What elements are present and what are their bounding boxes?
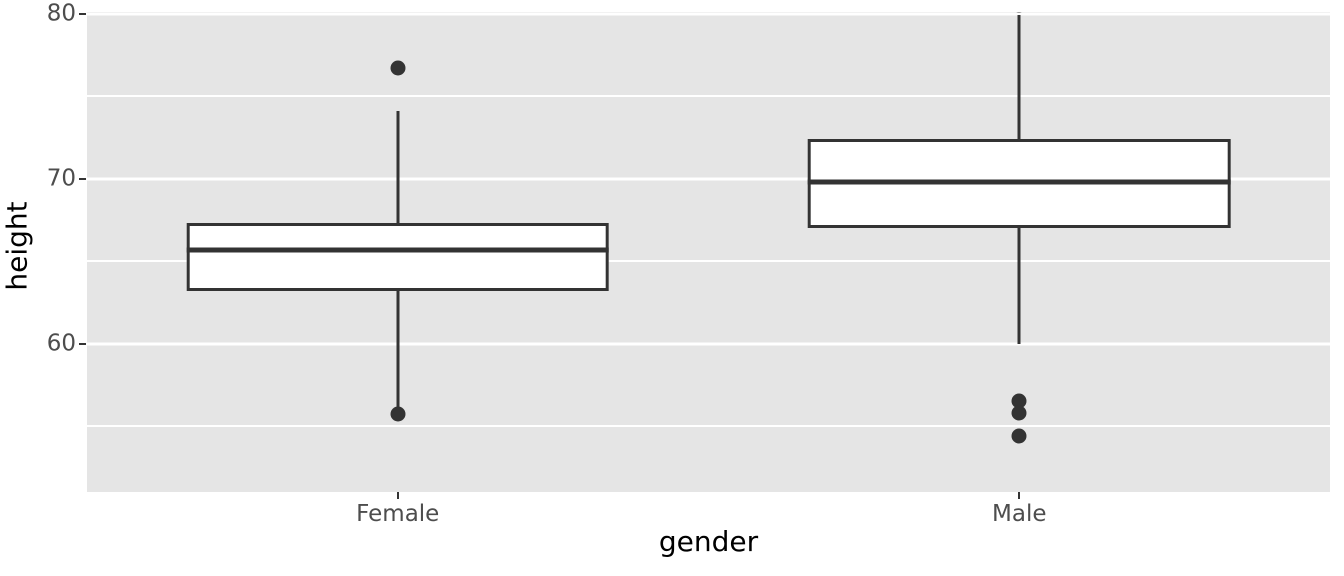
whisker-upper-female xyxy=(396,110,400,224)
outlier-point-female xyxy=(390,60,406,76)
outlier-point-male xyxy=(1011,405,1027,421)
gridline-major xyxy=(87,177,1330,181)
whisker-lower-female xyxy=(396,290,400,410)
y-axis-tick-mark xyxy=(79,342,86,345)
x-axis-tick-label-female: Female xyxy=(356,501,440,527)
outlier-point-male xyxy=(1011,393,1027,409)
gridline-major xyxy=(87,12,1330,16)
gridline-minor xyxy=(87,260,1330,263)
y-axis-tick-label: 80 xyxy=(46,0,76,27)
y-axis-tick-label: 60 xyxy=(46,330,76,357)
outlier-point-female xyxy=(390,406,406,422)
y-axis-title-text: height xyxy=(1,201,34,291)
plot-panel xyxy=(87,12,1330,492)
gridline-minor xyxy=(87,95,1330,98)
x-axis-tick-mark xyxy=(1018,492,1021,499)
whisker-lower-male xyxy=(1017,228,1021,344)
x-axis-tick-label-male: Male xyxy=(992,501,1047,527)
outlier-point-male xyxy=(1011,12,1027,13)
whisker-upper-male xyxy=(1017,15,1021,139)
box-female xyxy=(186,223,610,291)
y-axis-tick-mark xyxy=(79,177,86,180)
median-line-female xyxy=(186,247,610,253)
y-axis-title: height xyxy=(0,0,36,492)
y-axis-tick-label: 70 xyxy=(46,165,76,192)
x-axis-tick-mark xyxy=(396,492,399,499)
x-axis-title-text: gender xyxy=(658,525,759,558)
x-axis-title: gender xyxy=(87,528,1330,556)
median-line-male xyxy=(807,179,1231,185)
outlier-point-male xyxy=(1011,428,1027,444)
gridline-major xyxy=(87,342,1330,346)
y-axis-tick-mark xyxy=(79,12,86,15)
gridline-minor xyxy=(87,425,1330,428)
